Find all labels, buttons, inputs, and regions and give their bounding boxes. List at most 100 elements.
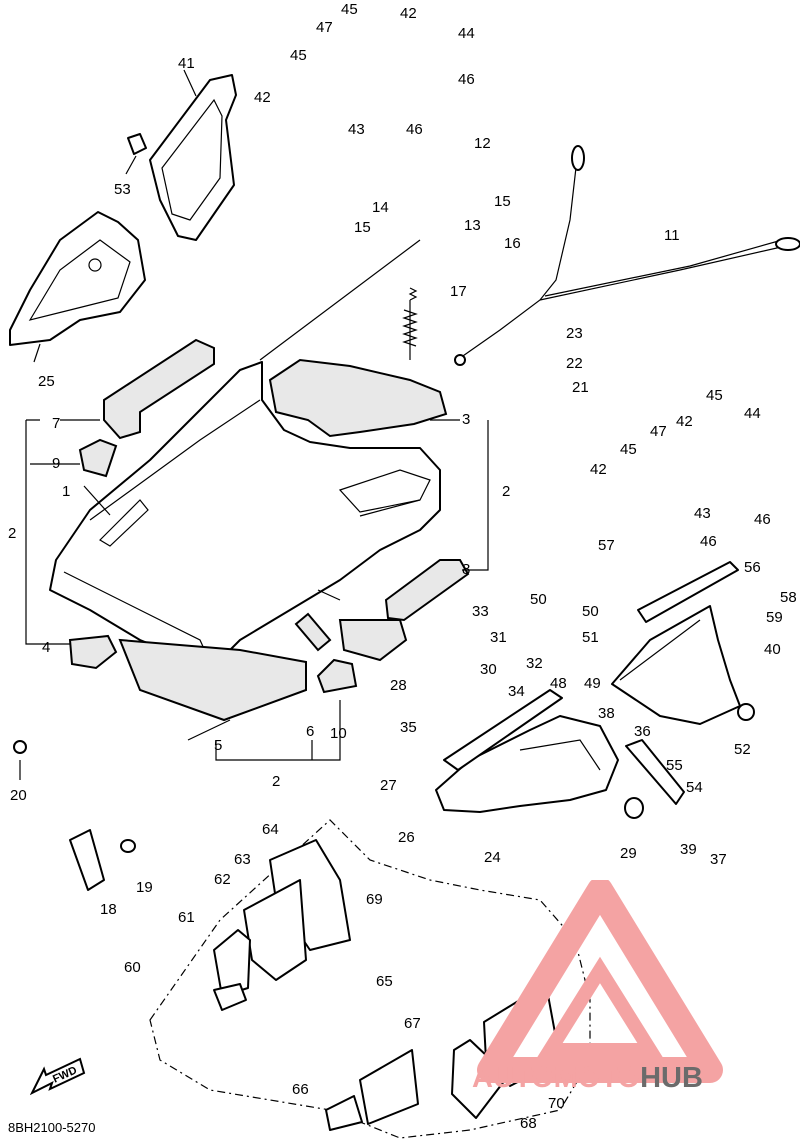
callout-22: 22 — [566, 355, 583, 372]
callout-48: 48 — [550, 675, 567, 692]
callout-1: 1 — [62, 483, 71, 500]
watermark-text-primary: AUTOMOTO — [472, 1062, 641, 1094]
part-9-block — [78, 438, 118, 478]
callout-6: 6 — [306, 723, 315, 740]
part-19-grommet — [120, 839, 136, 853]
callout-47: 47 — [316, 19, 333, 36]
part-60-panel — [213, 983, 247, 1011]
callout-27: 27 — [380, 777, 397, 794]
callout-38: 38 — [598, 705, 615, 722]
callout-42: 42 — [676, 413, 693, 430]
callout-54: 54 — [686, 779, 703, 796]
callout-70: 70 — [548, 1095, 565, 1112]
callout-67: 67 — [404, 1015, 421, 1032]
part-68-panel — [451, 1039, 509, 1119]
callout-39: 39 — [680, 841, 697, 858]
part-8-pad — [384, 559, 470, 622]
part-10-block — [316, 658, 358, 694]
part-20-bolt — [13, 740, 27, 754]
callout-45: 45 — [341, 1, 358, 18]
part-29-knob — [624, 797, 644, 819]
part-41-cowl-panel — [149, 74, 237, 241]
callout-5: 5 — [214, 737, 223, 754]
watermark-logo-icon — [470, 877, 800, 1142]
callout-40: 40 — [764, 641, 781, 658]
callout-41: 41 — [178, 55, 195, 72]
diagram-code: 8BH2100-5270 — [8, 1120, 96, 1135]
callout-2: 2 — [8, 525, 17, 542]
callout-24: 24 — [484, 849, 501, 866]
callout-42: 42 — [400, 5, 417, 22]
part-52-knob — [737, 703, 755, 721]
callout-4: 4 — [42, 639, 51, 656]
part-67-panel — [359, 1049, 419, 1125]
callout-49: 49 — [584, 675, 601, 692]
callout-52: 52 — [734, 741, 751, 758]
callout-63: 63 — [234, 851, 251, 868]
part-66-panel — [325, 1095, 363, 1131]
part-3-pad — [268, 358, 448, 438]
callout-21: 21 — [572, 379, 589, 396]
callout-14: 14 — [372, 199, 389, 216]
callout-33: 33 — [472, 603, 489, 620]
callout-69: 69 — [366, 891, 383, 908]
callout-61: 61 — [178, 909, 195, 926]
forward-arrow-icon: FWD — [29, 1055, 88, 1099]
callout-30: 30 — [480, 661, 497, 678]
callout-2: 2 — [502, 483, 511, 500]
part-63-panel — [243, 879, 307, 981]
callout-66: 66 — [292, 1081, 309, 1098]
callout-20: 20 — [10, 787, 27, 804]
callout-10: 10 — [330, 725, 347, 742]
callout-60: 60 — [124, 959, 141, 976]
lower-body-outline — [149, 819, 591, 1139]
part-18-bracket — [69, 829, 105, 891]
callout-7: 7 — [52, 415, 61, 432]
part-40-panel — [611, 605, 741, 725]
part-7-pad — [103, 338, 215, 440]
callout-64: 64 — [262, 821, 279, 838]
callout-55: 55 — [666, 757, 683, 774]
callout-68: 68 — [520, 1115, 537, 1132]
callout-28: 28 — [390, 677, 407, 694]
part-24-duct — [435, 715, 619, 813]
callout-2: 2 — [272, 773, 281, 790]
callout-37: 37 — [710, 851, 727, 868]
callout-9: 9 — [52, 455, 61, 472]
callout-12: 12 — [474, 135, 491, 152]
watermark-text: AUTOMOTOHUB — [472, 1062, 703, 1095]
callout-44: 44 — [458, 25, 475, 42]
callout-23: 23 — [566, 325, 583, 342]
watermark-text-secondary: HUB — [640, 1062, 703, 1094]
callout-47: 47 — [650, 423, 667, 440]
callout-57: 57 — [598, 537, 615, 554]
part-34-rail — [443, 689, 563, 771]
part-17-spring — [408, 287, 418, 360]
part-11-cable — [459, 149, 579, 359]
callout-43: 43 — [694, 505, 711, 522]
callout-42: 42 — [254, 89, 271, 106]
callout-17: 17 — [450, 283, 467, 300]
callout-35: 35 — [400, 719, 417, 736]
callout-46: 46 — [754, 511, 771, 528]
callout-15: 15 — [494, 193, 511, 210]
callout-46: 46 — [458, 71, 475, 88]
callout-50: 50 — [582, 603, 599, 620]
callout-3: 3 — [462, 411, 471, 428]
callout-13: 13 — [464, 217, 481, 234]
callout-43: 43 — [348, 121, 365, 138]
part-5-pad — [118, 638, 307, 722]
callout-44: 44 — [744, 405, 761, 422]
part-4-pad — [68, 634, 118, 670]
callout-46: 46 — [700, 533, 717, 550]
callout-62: 62 — [214, 871, 231, 888]
callout-26: 26 — [398, 829, 415, 846]
callout-59: 59 — [766, 609, 783, 626]
callout-45: 45 — [706, 387, 723, 404]
callout-8: 8 — [462, 561, 471, 578]
callout-51: 51 — [582, 629, 599, 646]
callout-45: 45 — [290, 47, 307, 64]
callout-46: 46 — [406, 121, 423, 138]
part-36-strip — [625, 739, 685, 805]
